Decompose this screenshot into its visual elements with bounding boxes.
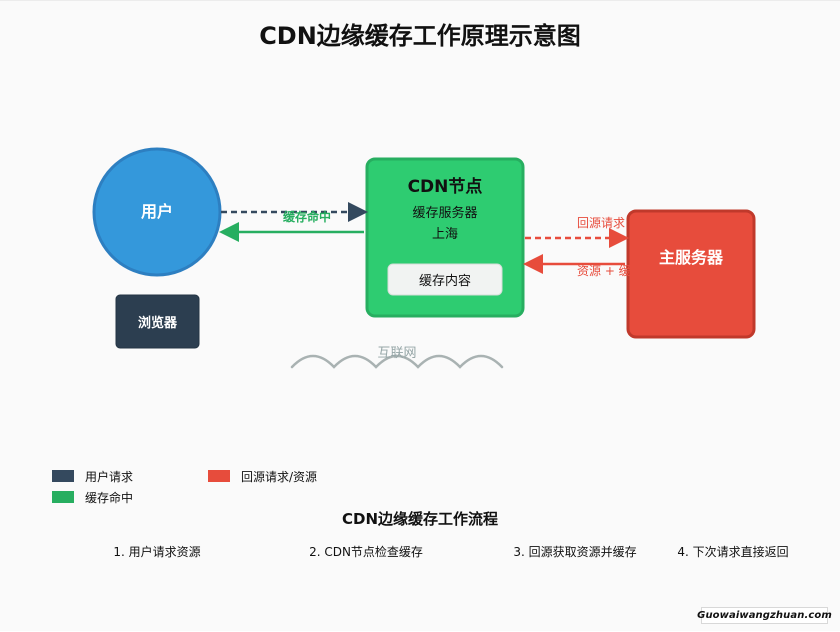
cdn-title: CDN节点 — [408, 176, 483, 197]
flow-step-3: 3. 回源获取资源并缓存 — [513, 545, 636, 559]
legend-origin-label: 回源请求/资源 — [241, 470, 317, 484]
legend-user-request-swatch — [52, 470, 74, 482]
resource-cache-label: 资源 + 缓 — [577, 264, 631, 278]
flow-step-2: 2. CDN节点检查缓存 — [309, 544, 423, 559]
internet-wave-icon — [290, 354, 504, 369]
origin-server-node — [626, 209, 756, 339]
browser-node — [115, 294, 200, 349]
user-node — [92, 147, 222, 277]
origin-request-label: 回源请求 — [577, 216, 625, 230]
flow-step-1: 1. 用户请求资源 — [113, 544, 200, 559]
watermark: Guowaiwangzhuan.com — [697, 607, 832, 624]
cache-hit-label: 缓存命中 — [283, 209, 331, 224]
legend-cache-hit-label: 缓存命中 — [85, 490, 133, 505]
legend-user-request-label: 用户请求 — [85, 469, 133, 484]
cdn-location: 上海 — [432, 227, 458, 242]
cdn-subtitle: 缓存服务器 — [412, 205, 477, 221]
flow-title: CDN边缘缓存工作流程 — [342, 510, 498, 528]
cache-content-label: 缓存内容 — [419, 273, 471, 289]
cache-content-box — [387, 263, 503, 296]
legend-origin-swatch — [208, 470, 230, 482]
flow-step-4: 4. 下次请求直接返回 — [677, 544, 788, 559]
origin-server-label: 主服务器 — [659, 248, 724, 267]
legend-cache-hit-swatch — [52, 491, 74, 503]
page-title: CDN边缘缓存工作原理示意图 — [259, 22, 581, 50]
user-label: 用户 — [141, 202, 173, 221]
internet-label: 互联网 — [377, 346, 416, 361]
browser-label: 浏览器 — [138, 315, 178, 331]
